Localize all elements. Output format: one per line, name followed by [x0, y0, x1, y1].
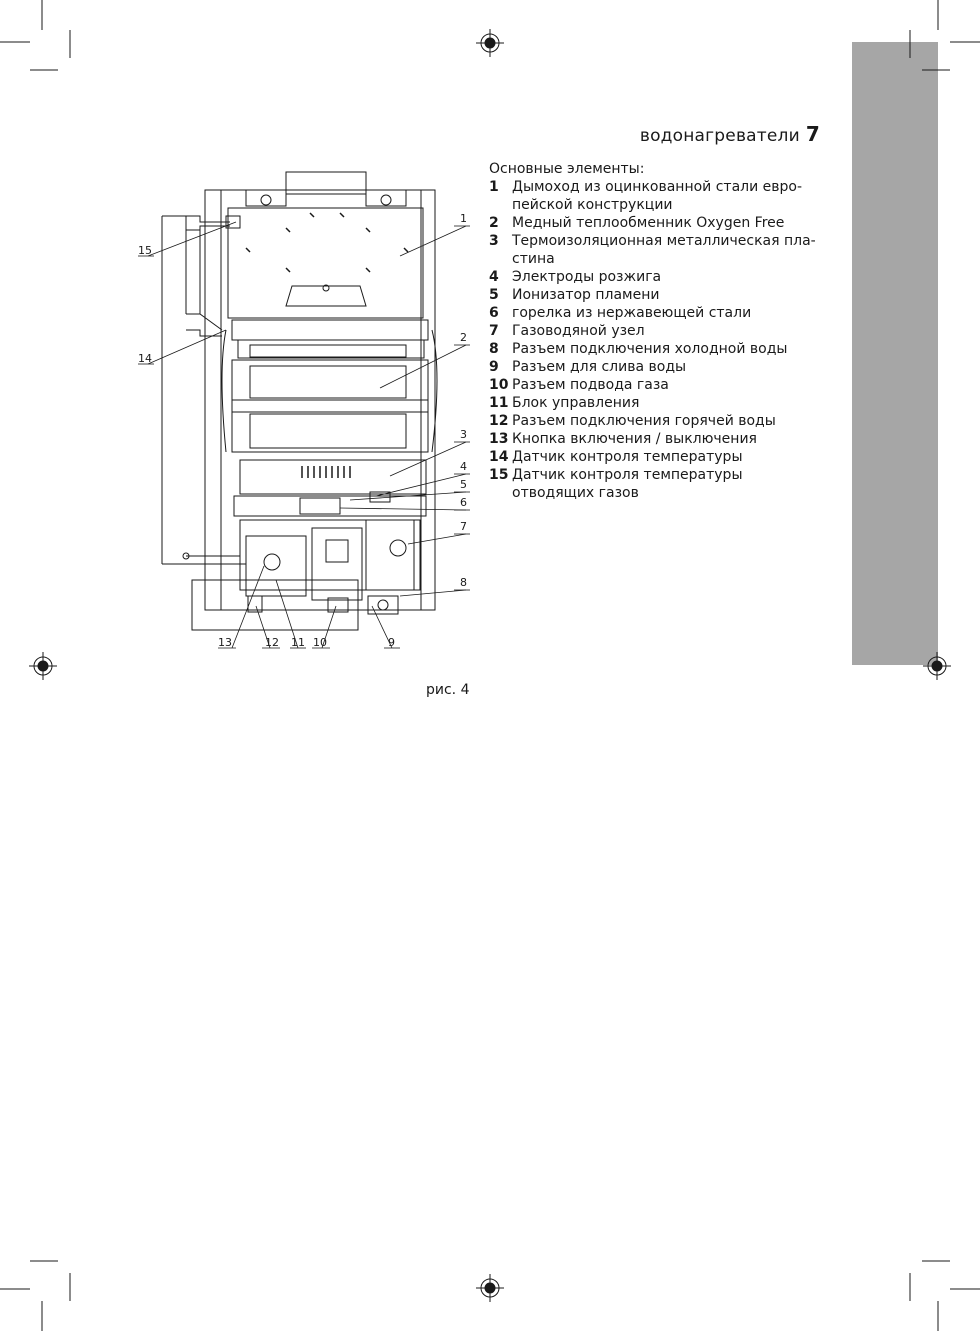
registration-mark-top — [476, 29, 504, 57]
callout-1: 1 — [460, 212, 467, 225]
callout-15: 15 — [138, 244, 152, 257]
callout-10: 10 — [313, 636, 327, 649]
callout-2: 2 — [460, 331, 467, 344]
callout-5: 5 — [460, 478, 467, 491]
water-heater-diagram: 1 2 3 4 5 6 7 8 9 10 11 12 13 14 15 — [138, 171, 470, 649]
callout-8: 8 — [460, 576, 467, 589]
callout-14: 14 — [138, 352, 152, 365]
callout-3: 3 — [460, 428, 467, 441]
list-heading: Основные элементы: — [489, 161, 645, 177]
callout-11: 11 — [291, 636, 305, 649]
callout-9: 9 — [388, 636, 395, 649]
figure-caption: рис. 4 — [426, 682, 470, 698]
callout-4: 4 — [460, 460, 467, 473]
page-number: 7 — [805, 122, 820, 146]
callout-7: 7 — [460, 520, 467, 533]
header-title: водонагреватели — [639, 126, 800, 146]
callout-12: 12 — [265, 636, 279, 649]
callout-6: 6 — [460, 496, 467, 509]
side-tab — [852, 42, 938, 665]
callout-13: 13 — [218, 636, 232, 649]
